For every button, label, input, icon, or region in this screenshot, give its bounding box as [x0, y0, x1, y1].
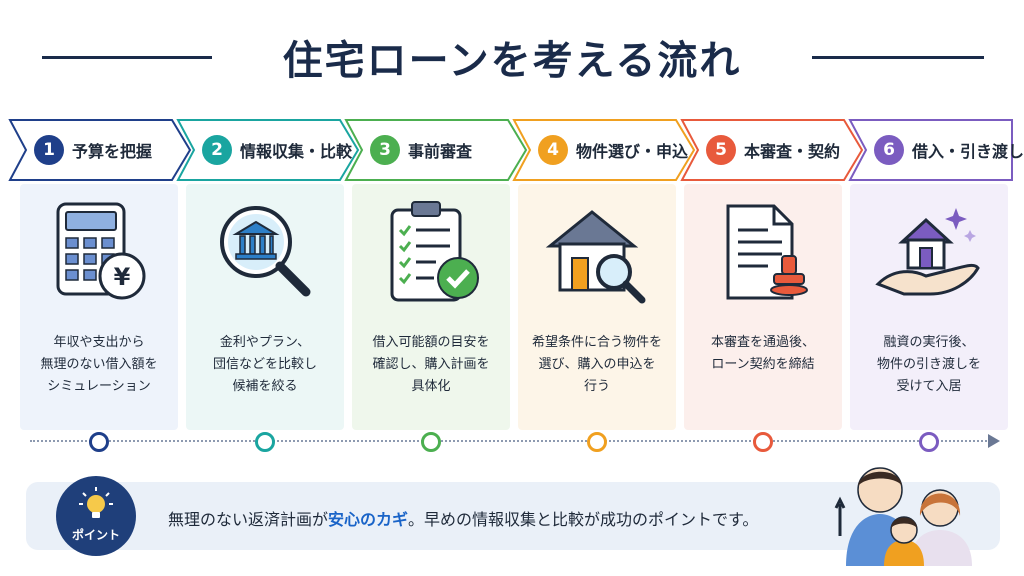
step-6-desc-line: 受けて入居: [896, 379, 962, 394]
timeline-node-1: [89, 432, 109, 452]
step-4-description: 希望条件に合う物件を 選び、購入の申込を 行う: [524, 332, 670, 398]
step-6-description: 融資の実行後、 物件の引き渡しを 受けて入居: [856, 332, 1002, 398]
step-4-desc-line: 選び、購入の申込を: [538, 357, 656, 372]
step-1-desc-line: シミュレーション: [47, 379, 151, 394]
step-3-card: 借入可能額の目安を 確認し、購入計画を 具体化: [352, 184, 510, 430]
step-4-label: 物件選び・申込: [576, 142, 689, 161]
step-6-desc-line: 物件の引き渡しを: [876, 357, 981, 372]
step-3-desc-line: 具体化: [411, 379, 451, 394]
step-5-number: 5: [706, 135, 736, 165]
step-6-card: 融資の実行後、 物件の引き渡しを 受けて入居: [850, 184, 1008, 430]
step-3-header: 3 事前審査: [344, 118, 528, 182]
timeline-node-2: [255, 432, 275, 452]
title-row: 住宅ローンを考える流れ: [0, 22, 1024, 84]
step-5-card: 本審査を通過後、 ローン契約を締結: [684, 184, 842, 430]
family-illustration: [834, 467, 972, 566]
tip-banner: [26, 482, 1000, 550]
step-2-desc-line: 金利やプラン、: [219, 335, 311, 350]
step-5-desc-line: 本審査を通過後、: [710, 335, 815, 350]
step-2-description: 金利やプラン、 団信などを比較し 候補を絞る: [192, 332, 338, 398]
step-1-desc-line: 年収や支出から: [53, 335, 145, 350]
step-3-desc-line: 確認し、購入計画を: [372, 357, 490, 372]
svg-text:¥: ¥: [114, 263, 131, 291]
clipboard-check-icon: [390, 201, 479, 302]
lightbulb-icon: [79, 487, 113, 518]
tip-text: 無理のない返済計画が安心のカギ。早めの情報収集と比較が成功のポイントです。: [168, 506, 758, 530]
step-2-card: 金利やプラン、 団信などを比較し 候補を絞る: [186, 184, 344, 430]
step-2-header: 2 情報収集・比較: [176, 118, 360, 182]
point-badge-label: ポイント: [71, 528, 120, 542]
step-3-desc-line: 借入可能額の目安を: [372, 335, 490, 350]
step-4-desc-line: 行う: [583, 379, 610, 394]
step-4-desc-line: 希望条件に合う物件を: [531, 335, 662, 350]
page-title: 住宅ローンを考える流れ: [282, 38, 742, 84]
step-1-header: 1 予算を把握: [8, 118, 192, 182]
step-2-label: 情報収集・比較: [240, 142, 353, 161]
step-1-card: ¥ 年収や支出から 無理のない借入額を シミュレーション: [20, 184, 178, 430]
step-4-card: 希望条件に合う物件を 選び、購入の申込を 行う: [518, 184, 676, 430]
step-6-desc-line: 融資の実行後、: [883, 335, 975, 350]
calculator-yen-icon: ¥: [56, 202, 146, 300]
timeline-node-3: [421, 432, 441, 452]
step-5-header: 5 本審査・契約: [680, 118, 864, 182]
tip-text-after: 。早めの情報収集と比較が成功のポイントです。: [408, 510, 759, 529]
step-2-number: 2: [202, 135, 232, 165]
timeline-dotted-line: [30, 440, 990, 442]
bank-magnifier-icon: [220, 206, 311, 297]
point-badge: ポイント: [56, 476, 136, 556]
timeline: [30, 434, 1006, 448]
step-1-description: 年収や支出から 無理のない借入額を シミュレーション: [26, 332, 172, 398]
step-5-label: 本審査・契約: [744, 142, 841, 161]
step-header-row: 1 予算を把握 2 情報収集・比較 3 事前審査 4 物件選び・申込 5 本審査…: [8, 118, 1024, 182]
step-4-number: 4: [538, 135, 568, 165]
step-5-description: 本審査を通過後、 ローン契約を締結: [690, 332, 836, 376]
step-6-number: 6: [874, 135, 904, 165]
timeline-arrow-icon: [988, 434, 1000, 448]
step-3-number: 3: [370, 135, 400, 165]
step-6-header: 6 借入・引き渡し: [848, 118, 1024, 182]
step-3-description: 借入可能額の目安を 確認し、購入計画を 具体化: [358, 332, 504, 398]
step-2-desc-line: 候補を絞る: [232, 379, 298, 394]
house-hand-icon: [875, 208, 980, 296]
timeline-node-5: [753, 432, 773, 452]
step-4-header: 4 物件選び・申込: [512, 118, 696, 182]
timeline-node-4: [587, 432, 607, 452]
title-rule-right: [812, 56, 984, 59]
contract-stamp-icon: [726, 204, 808, 300]
title-rule-left: [42, 56, 212, 59]
house-magnifier-icon: [545, 210, 646, 304]
step-5-desc-line: ローン契約を締結: [711, 357, 815, 372]
tip-text-before: 無理のない返済計画が: [168, 510, 329, 529]
step-1-label: 予算を把握: [72, 142, 153, 161]
timeline-node-6: [919, 432, 939, 452]
step-2-desc-line: 団信などを比較し: [212, 357, 317, 372]
tip-text-highlight: 安心のカギ: [328, 510, 409, 529]
step-1-number: 1: [34, 135, 64, 165]
step-6-label: 借入・引き渡し: [912, 142, 1024, 161]
step-1-desc-line: 無理のない借入額を: [40, 357, 158, 372]
step-3-label: 事前審査: [408, 142, 473, 161]
